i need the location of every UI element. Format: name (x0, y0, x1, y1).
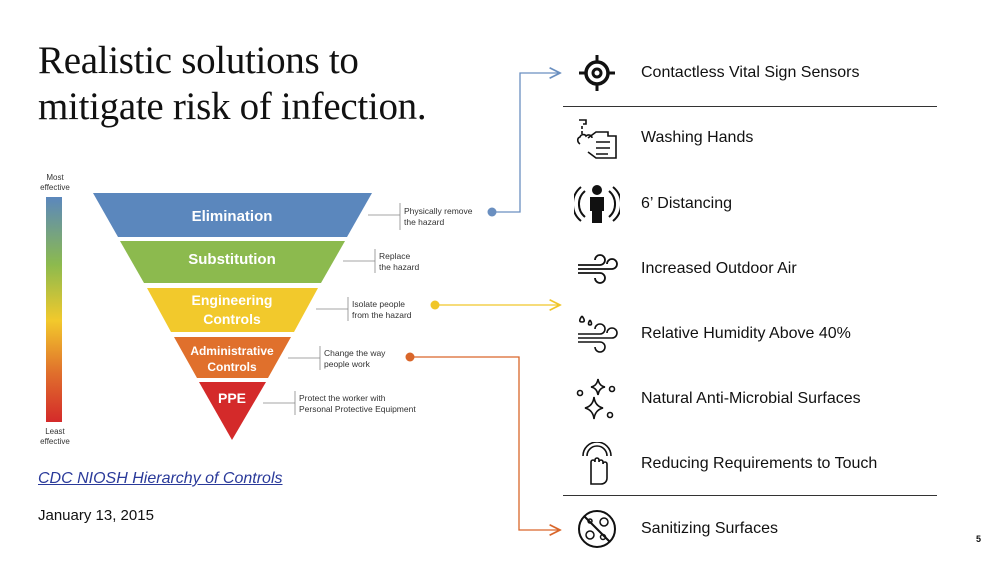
level-administrative: Administrative (190, 344, 274, 358)
wind-icon (570, 249, 624, 289)
solution-label: Washing Hands (641, 129, 754, 146)
hand-washing-icon (570, 118, 624, 159)
solution-item: Sanitizing Surfaces (570, 509, 778, 549)
level-elimination: Elimination (192, 208, 273, 225)
least-label-2: effective (40, 437, 70, 446)
solution-item: Increased Outdoor Air (570, 249, 797, 289)
connector-administrative (410, 356, 560, 530)
effectiveness-gradient-bar (46, 197, 62, 422)
humidity-wind-icon (570, 314, 624, 354)
desc-ppe-2: Personal Protective Equipment (299, 404, 416, 414)
solution-label: Reducing Requirements to Touch (641, 455, 878, 472)
most-label-2: effective (40, 183, 70, 192)
desc-substitution-2: the hazard (379, 262, 419, 272)
least-label: Least (45, 427, 65, 436)
desc-elimination: Physically remove (404, 206, 473, 216)
solution-item: Relative Humidity Above 40% (570, 314, 851, 354)
most-label: Most (46, 173, 64, 182)
title-line-2: mitigate risk of infection. (38, 85, 427, 128)
connector-elimination (492, 73, 560, 213)
date-text: January 13, 2015 (38, 507, 154, 524)
connector-dot-yellow (430, 300, 440, 310)
desc-engineering: Isolate people (352, 299, 405, 309)
solution-item: Natural Anti-Microbial Surfaces (570, 378, 861, 420)
touch-hand-icon (570, 442, 624, 485)
level-ppe: PPE (218, 390, 246, 406)
level-engineering-2: Controls (203, 311, 261, 327)
person-distancing-icon (570, 184, 624, 224)
divider-bottom (563, 495, 937, 496)
desc-administrative: Change the way (324, 348, 386, 358)
title-line-1: Realistic solutions to (38, 39, 359, 82)
solution-label: Relative Humidity Above 40% (641, 325, 851, 342)
solution-item: Reducing Requirements to Touch (570, 442, 878, 485)
desc-substitution: Replace (379, 251, 410, 261)
solution-item: Washing Hands (570, 118, 754, 159)
desc-engineering-2: from the hazard (352, 310, 412, 320)
band-ppe (199, 382, 266, 440)
page-number: 5 (976, 534, 982, 544)
desc-elimination-2: the hazard (404, 217, 444, 227)
solution-label: 6’ Distancing (641, 195, 733, 212)
target-sensor-icon (570, 53, 624, 93)
desc-ppe: Protect the worker with (299, 393, 386, 403)
solution-label: Contactless Vital Sign Sensors (641, 64, 860, 81)
band-elimination (93, 193, 372, 237)
cdc-niosh-link[interactable]: CDC NIOSH Hierarchy of Controls (38, 470, 283, 487)
solution-item: Contactless Vital Sign Sensors (570, 53, 859, 93)
band-substitution (120, 241, 345, 283)
level-substitution: Substitution (188, 251, 275, 268)
level-engineering: Engineering (192, 292, 273, 308)
level-administrative-2: Controls (207, 360, 257, 374)
band-administrative (174, 337, 291, 378)
sparkles-icon (570, 378, 624, 420)
divider-top (563, 106, 937, 107)
solution-label: Increased Outdoor Air (641, 260, 797, 277)
no-germs-icon (570, 509, 624, 549)
solution-label: Sanitizing Surfaces (641, 520, 778, 537)
solution-item: 6’ Distancing (570, 184, 732, 224)
connector-dot-blue (487, 207, 497, 217)
desc-administrative-2: people work (324, 359, 371, 369)
band-engineering (147, 288, 318, 332)
solution-label: Natural Anti-Microbial Surfaces (641, 390, 861, 407)
connector-dot-orange (405, 352, 415, 362)
